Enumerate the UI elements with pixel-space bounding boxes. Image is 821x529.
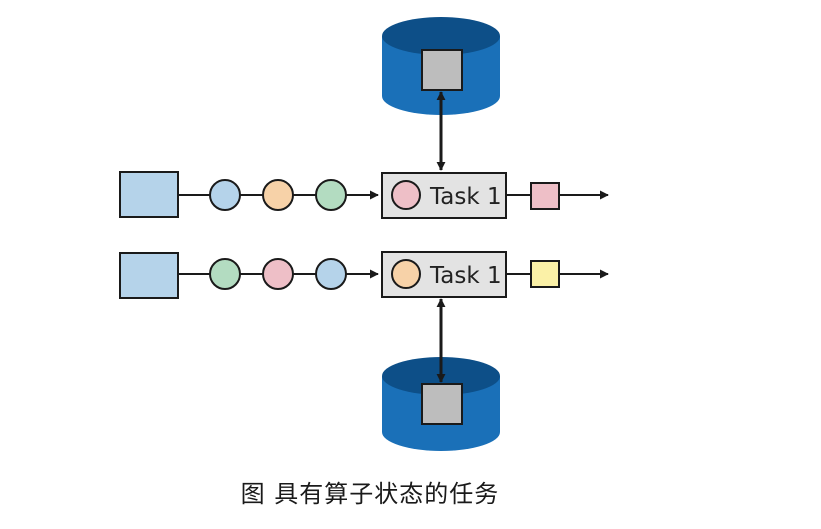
event-circle-1-1 bbox=[209, 179, 241, 211]
task-event-circle-2 bbox=[391, 259, 421, 289]
output-box-2 bbox=[530, 260, 560, 288]
task-event-circle-1 bbox=[391, 180, 421, 210]
stateful-task-diagram: Task 1 Task 1 bbox=[119, 17, 609, 451]
task-label-2: Task 1 bbox=[429, 263, 502, 289]
state-store-bottom-base bbox=[382, 413, 500, 451]
pipeline-row-1: Task 1 bbox=[119, 171, 609, 219]
task-label-1: Task 1 bbox=[429, 184, 502, 210]
source-box-2 bbox=[119, 252, 179, 299]
event-circle-1-3 bbox=[315, 179, 347, 211]
source-box-1 bbox=[119, 171, 179, 218]
event-circle-2-1 bbox=[209, 258, 241, 290]
state-store-top-lid bbox=[382, 17, 500, 55]
event-circle-2-3 bbox=[315, 258, 347, 290]
pipeline-row-2: Task 1 bbox=[119, 251, 609, 299]
state-square-bottom bbox=[421, 383, 463, 425]
event-circle-1-2 bbox=[262, 179, 294, 211]
state-store-bottom bbox=[382, 357, 500, 451]
state-square-top bbox=[421, 49, 463, 91]
event-circle-2-2 bbox=[262, 258, 294, 290]
figure-caption: 图 具有算子状态的任务 bbox=[240, 480, 500, 508]
output-box-1 bbox=[530, 182, 560, 210]
